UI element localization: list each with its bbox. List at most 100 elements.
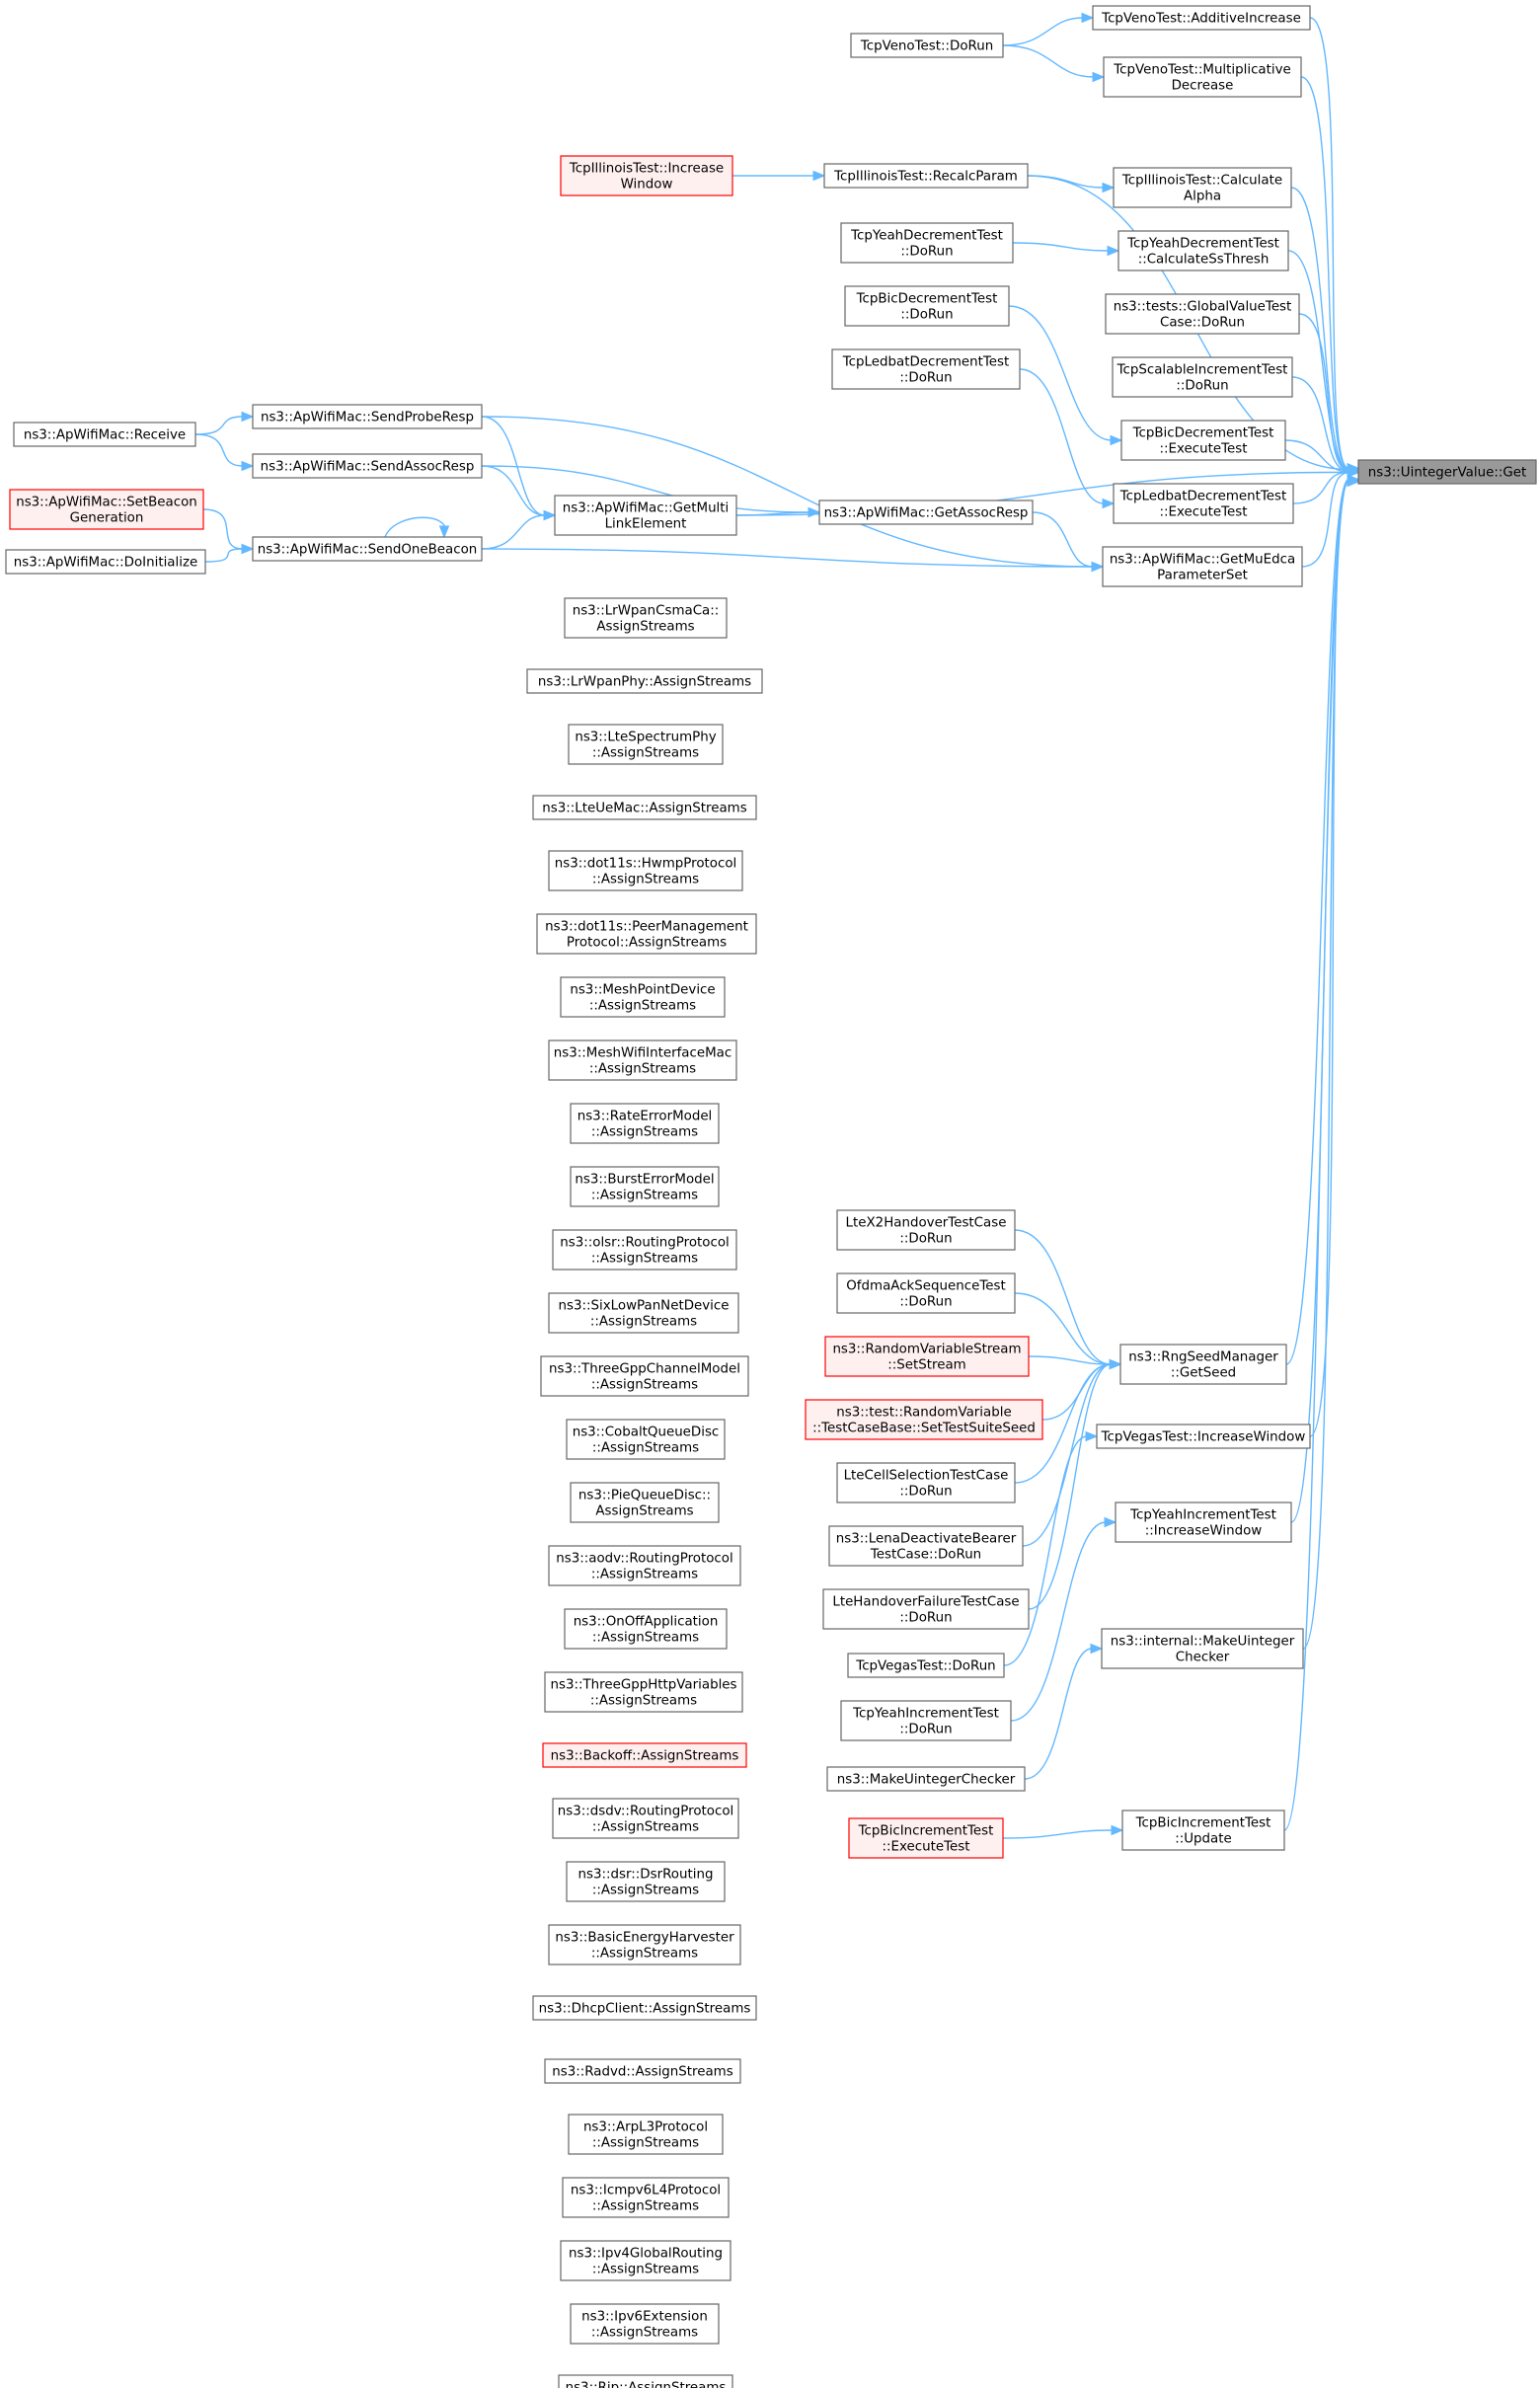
node-ns3-rngseedmanager-getseed[interactable]: ns3::RngSeedManager::GetSeed — [1119, 1344, 1287, 1385]
node-ns3-rateerrormodel-assignstreams[interactable]: ns3::RateErrorModel::AssignStreams — [570, 1103, 720, 1144]
node-ns3-dhcpclient-assignstreams[interactable]: ns3::DhcpClient::AssignStreams — [532, 1995, 757, 2021]
node-label-line: ::ExecuteTest — [883, 1840, 970, 1855]
node-ns3-ipv4globalrouting-assignstreams[interactable]: ns3::Ipv4GlobalRouting::AssignStreams — [560, 2240, 732, 2281]
node-ns3-makeuintegerchecker[interactable]: ns3::MakeUintegerChecker — [826, 1766, 1026, 1792]
node-ns3-ipv6extension-assignstreams[interactable]: ns3::Ipv6Extension::AssignStreams — [570, 2303, 720, 2345]
node-ns3-dsdv-routingprotocol-assignstreams[interactable]: ns3::dsdv::RoutingProtocol::AssignStream… — [552, 1798, 739, 1839]
node-label-line: Case::DoRun — [1160, 316, 1245, 331]
call-edge-ap_sob-to-ap_gmu — [481, 548, 1094, 568]
arrowhead — [1347, 467, 1360, 478]
node-ns3-radvd-assignstreams[interactable]: ns3::Radvd::AssignStreams — [544, 2058, 741, 2084]
node-tcpyeahincrementtest-dorun[interactable]: TcpYeahIncrementTest::DoRun — [840, 1700, 1012, 1741]
node-box — [1103, 56, 1302, 98]
node-ltehandoverfailuretestcase-dorun[interactable]: LteHandoverFailureTestCase::DoRun — [822, 1588, 1030, 1630]
node-tcpvenotest-additiveincrease[interactable]: TcpVenoTest::AdditiveIncrease — [1092, 5, 1311, 31]
node-ns3-arpl3protocol-assignstreams[interactable]: ns3::ArpL3Protocol::AssignStreams — [568, 2114, 724, 2155]
node-ns3-olsr-routingprotocol-assignstreams[interactable]: ns3::olsr::RoutingProtocol::AssignStream… — [552, 1229, 737, 1271]
node-ns3-aodv-routingprotocol-assignstreams[interactable]: ns3::aodv::RoutingProtocol::AssignStream… — [548, 1545, 741, 1586]
node-ns3-bursterrormodel-assignstreams[interactable]: ns3::BurstErrorModel::AssignStreams — [570, 1166, 720, 1207]
node-ns3-uintegervalue-get[interactable]: ns3::UintegerValue::Get — [1357, 459, 1537, 485]
call-edge-ap_sar-to-ap_gmle — [481, 465, 546, 516]
node-ns3-piequeuedisc-assignstreams[interactable]: ns3::PieQueueDisc::AssignStreams — [570, 1482, 720, 1523]
node-box — [13, 422, 196, 447]
node-ns3-meshpointdevice-assignstreams[interactable]: ns3::MeshPointDevice::AssignStreams — [560, 976, 726, 1018]
arrowhead — [1091, 561, 1105, 573]
node-ns3-sixlowpannetdevice-assignstreams[interactable]: ns3::SixLowPanNetDevice::AssignStreams — [548, 1292, 739, 1334]
node-ltecellselectiontestcase-dorun[interactable]: LteCellSelectionTestCase::DoRun — [836, 1462, 1016, 1503]
node-ns3-dsr-dsrrouting-assignstreams[interactable]: ns3::dsr::DsrRouting::AssignStreams — [566, 1861, 726, 1902]
node-ofdmaacksequencetest-dorun[interactable]: OfdmaAckSequenceTest::DoRun — [836, 1272, 1016, 1314]
call-edge-make_uc-to-int_muc — [1024, 1648, 1093, 1780]
call-edge-rng_getseed-to-get — [1285, 478, 1349, 1365]
node-box — [558, 2374, 733, 2388]
node-ns3-backoff-assignstreams[interactable]: ns3::Backoff::AssignStreams — [542, 1742, 747, 1768]
node-tcpledbatdecrementtest-dorun[interactable]: TcpLedbatDecrementTest::DoRun — [831, 348, 1021, 390]
node-tcpledbatdecrementtest-executetest[interactable]: TcpLedbatDecrementTest::ExecuteTest — [1113, 483, 1294, 524]
node-label-line: TcpIllinoisTest::RecalcParam — [833, 170, 1018, 185]
node-label-line: ns3::ApWifiMac::SendAssocResp — [261, 460, 475, 475]
node-ns3-rip-assignstreams[interactable]: ns3::Rip::AssignStreams — [558, 2374, 733, 2388]
node-tcpyeahdecrementtest-dorun[interactable]: TcpYeahDecrementTest::DoRun — [840, 222, 1014, 264]
node-label-line: ::DoRun — [900, 245, 953, 260]
node-label-line: ns3::RngSeedManager — [1128, 1350, 1278, 1365]
node-tcpyeahdecrementtest-calculatessthresh[interactable]: TcpYeahDecrementTest::CalculateSsThresh — [1117, 230, 1289, 271]
node-label-line: TestCase::DoRun — [870, 1548, 981, 1563]
node-label-line: ::AssignStreams — [591, 1568, 698, 1582]
arrowhead — [1110, 434, 1123, 446]
node-ns3-basicenergyharvester-assignstreams[interactable]: ns3::BasicEnergyHarvester::AssignStreams — [548, 1924, 741, 1965]
call-edge-bici_exec-to-bici_update — [1002, 1829, 1114, 1839]
node-tcpvegastest-dorun[interactable]: TcpVegasTest::DoRun — [847, 1653, 1005, 1678]
node-ns3-randomvariablestream-setstream[interactable]: ns3::RandomVariableStream::SetStream — [824, 1336, 1030, 1377]
arrowhead — [1104, 1516, 1117, 1528]
arrowhead — [241, 543, 255, 555]
node-ns3-threegppchannelmodel-assignstreams[interactable]: ns3::ThreeGppChannelModel::AssignStreams — [540, 1355, 749, 1397]
node-tcpillinoistest-increase-window[interactable]: TcpIllinoisTest::IncreaseWindow — [560, 155, 733, 196]
node-label-line: ns3::MakeUintegerChecker — [837, 1773, 1016, 1788]
node-ns3-apwifimac-sendonebeacon[interactable]: ns3::ApWifiMac::SendOneBeacon — [252, 536, 483, 562]
node-tcpbicincrementtest-update[interactable]: TcpBicIncrementTest::Update — [1121, 1810, 1285, 1851]
node-ns3-ltespectrumphy-assignstreams[interactable]: ns3::LteSpectrumPhy::AssignStreams — [568, 724, 724, 765]
node-ns3-lrwpancsmaca-assignstreams[interactable]: ns3::LrWpanCsmaCa::AssignStreams — [564, 597, 728, 639]
node-ns3-dot11s-hwmpprotocol-assignstreams[interactable]: ns3::dot11s::HwmpProtocol::AssignStreams — [548, 850, 743, 891]
node-ns3-lrwpanphy-assignstreams[interactable]: ns3::LrWpanPhy::AssignStreams — [526, 668, 763, 694]
node-ns3-apwifimac-receive[interactable]: ns3::ApWifiMac::Receive — [13, 422, 196, 447]
node-ns3-apwifimac-sendproberesp[interactable]: ns3::ApWifiMac::SendProbeResp — [252, 404, 483, 429]
node-tcpillinoistest-recalcparam[interactable]: TcpIllinoisTest::RecalcParam — [823, 163, 1029, 189]
node-ns3-apwifimac-doinitialize[interactable]: ns3::ApWifiMac::DoInitialize — [5, 549, 206, 575]
node-label-line: ::AssignStreams — [591, 1947, 698, 1962]
node-ns3-test-randomvariable-testcasebase-settestsuiteseed[interactable]: ns3::test::RandomVariable::TestCaseBase:… — [805, 1399, 1043, 1440]
node-box — [848, 1817, 1004, 1859]
node-label-line: ::DoRun — [899, 1295, 952, 1310]
node-label-line: ns3::UintegerValue::Get — [1368, 466, 1526, 481]
node-ns3-onoffapplication-assignstreams[interactable]: ns3::OnOffApplication::AssignStreams — [564, 1608, 728, 1650]
node-ns3-threegpphttpvariables-assignstreams[interactable]: ns3::ThreeGppHttpVariables::AssignStream… — [544, 1671, 743, 1713]
node-ns3-apwifimac-getassocresp[interactable]: ns3::ApWifiMac::GetAssocResp — [818, 500, 1034, 525]
node-tcpvegastest-increasewindow[interactable]: TcpVegasTest::IncreaseWindow — [1096, 1424, 1311, 1449]
node-ns3-apwifimac-sendassocresp[interactable]: ns3::ApWifiMac::SendAssocResp — [252, 453, 483, 479]
node-label-line: ns3::LteUeMac::AssignStreams — [542, 802, 746, 816]
node-ns3-meshwifiinterfacemac-assignstreams[interactable]: ns3::MeshWifiInterfaceMac::AssignStreams — [548, 1040, 737, 1081]
node-tcpbicdecrementtest-dorun[interactable]: TcpBicDecrementTest::DoRun — [844, 285, 1010, 327]
node-tcpvenotest-dorun[interactable]: TcpVenoTest::DoRun — [850, 33, 1004, 58]
node-box — [844, 285, 1010, 327]
node-ltex2handovertestcase-dorun[interactable]: LteX2HandoverTestCase::DoRun — [836, 1209, 1016, 1251]
node-label-line: ::DoRun — [1176, 379, 1228, 394]
node-ns3-cobaltqueuedisc-assignstreams[interactable]: ns3::CobaltQueueDisc::AssignStreams — [566, 1419, 726, 1460]
node-tcpbicincrementtest-executetest[interactable]: TcpBicIncrementTest::ExecuteTest — [848, 1817, 1004, 1859]
node-tcpbicdecrementtest-executetest[interactable]: TcpBicDecrementTest::ExecuteTest — [1120, 420, 1286, 461]
node-tcpyeahincrementtest-increasewindow[interactable]: TcpYeahIncrementTest::IncreaseWindow — [1115, 1502, 1292, 1543]
node-box — [542, 1742, 747, 1768]
node-ns3-icmpv6l4protocol-assignstreams[interactable]: ns3::Icmpv6L4Protocol::AssignStreams — [562, 2177, 730, 2218]
node-ns3-dot11s-peermanagement-protocol-assignstreams[interactable]: ns3::dot11s::PeerManagementProtocol::Ass… — [536, 913, 757, 955]
node-ns3-internal-makeuinteger-checker[interactable]: ns3::internal::MakeUintegerChecker — [1101, 1628, 1304, 1669]
node-tcpscalableincrementtest-dorun[interactable]: TcpScalableIncrementTest::DoRun — [1112, 356, 1293, 398]
node-ns3-lteuemac-assignstreams[interactable]: ns3::LteUeMac::AssignStreams — [532, 795, 757, 820]
arrowhead — [241, 411, 255, 423]
